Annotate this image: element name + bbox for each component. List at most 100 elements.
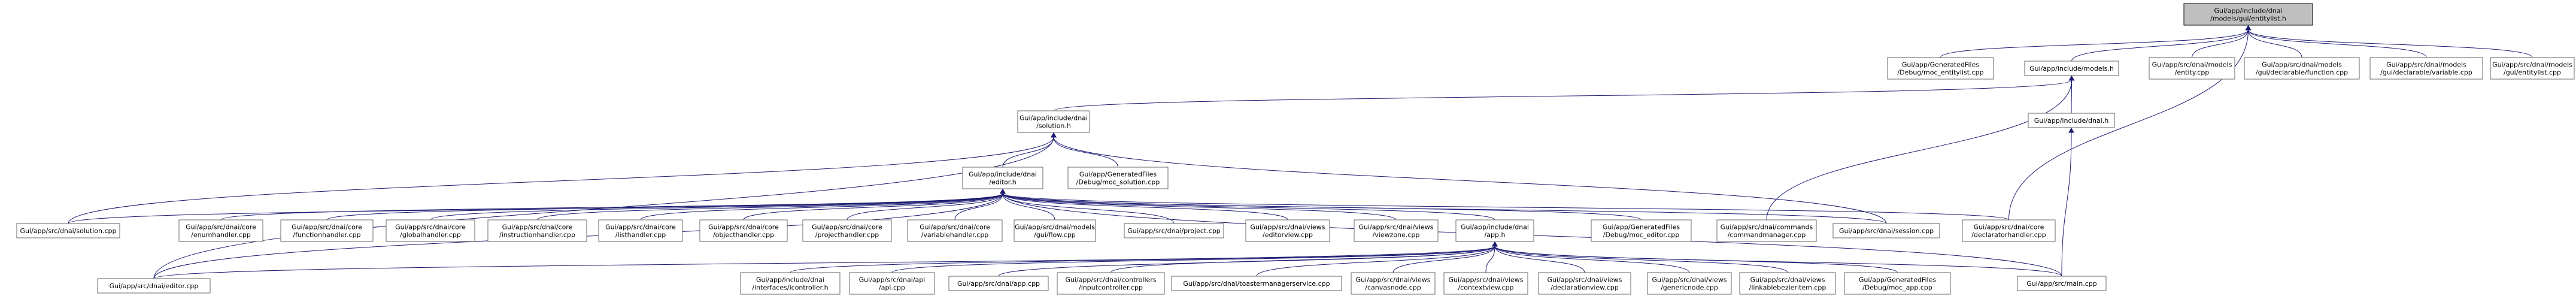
node-session_cpp[interactable]: Gui/app/src/dnai/session.cpp [1832, 223, 1940, 238]
node-solution_cpp[interactable]: Gui/app/src/dnai/solution.cpp [16, 223, 120, 238]
node-declhandler[interactable]: Gui/app/src/dnai/core/declaratorhandler.… [1962, 219, 2056, 242]
node-label: /editorview.cpp [1263, 231, 1313, 239]
node-box [16, 223, 120, 238]
graph-nodes: Gui/app/include/dnai/models/gui/entityli… [16, 3, 2575, 295]
node-models_h[interactable]: Gui/app/include/models.h [2024, 61, 2119, 76]
node-box [1171, 276, 1342, 291]
node-label: Gui/app/src/dnai/core [292, 224, 362, 231]
node-dnai_h[interactable]: Gui/app/include/dnai.h [2028, 113, 2115, 128]
node-canvasnode[interactable]: Gui/app/src/dnai/views/canvasnode.cpp [1351, 272, 1436, 295]
node-label: /app.h [1485, 231, 1506, 239]
node-box [2490, 57, 2575, 80]
node-declfunc_cpp[interactable]: Gui/app/src/dnai/models/gui/declarable/f… [2244, 57, 2360, 80]
node-editor_h[interactable]: Gui/app/include/dnai/editor.h [962, 167, 1043, 189]
edge-viewzone-to-editor_h [1000, 188, 1397, 221]
node-label: Gui/app/src/dnai/models [2262, 61, 2342, 69]
node-box [598, 219, 683, 242]
node-label: Gui/app/src/dnai/toastermanagerservice.c… [1183, 280, 1330, 288]
node-api_cpp[interactable]: Gui/app/src/dnai/api/api.cpp [849, 272, 935, 295]
node-box [1887, 57, 1994, 80]
node-label: Gui/app/src/dnai/core [1974, 224, 2044, 231]
node-label: Gui/app/GeneratedFiles [1603, 224, 1680, 231]
edge-solution_h-to-models_h [1053, 75, 2075, 111]
node-label: Gui/app/src/dnai/core [605, 224, 676, 231]
node-box [1832, 223, 1940, 238]
node-toaster[interactable]: Gui/app/src/dnai/toastermanagerservice.c… [1171, 276, 1342, 291]
node-root[interactable]: Gui/app/include/dnai/models/gui/entityli… [2183, 3, 2313, 26]
node-box [1245, 219, 1330, 242]
node-box [948, 276, 1049, 291]
node-viewzone[interactable]: Gui/app/src/dnai/views/viewzone.cpp [1354, 219, 1439, 242]
node-box [802, 219, 892, 242]
node-label: /enumhandler.cpp [191, 231, 251, 239]
node-project_cpp[interactable]: Gui/app/src/dnai/project.cpp [1124, 223, 1224, 238]
edge-solution_cpp-to-editor_h [68, 188, 1006, 224]
node-label: Gui/app/include/dnai.h [2034, 117, 2108, 125]
node-box [2149, 57, 2235, 80]
node-main_cpp[interactable]: Gui/app/src/main.cpp [2017, 276, 2107, 291]
node-linkable[interactable]: Gui/app/src/dnai/views/linkablebezierite… [1739, 272, 1836, 295]
node-declview[interactable]: Gui/app/src/dnai/views/declarationview.c… [1538, 272, 1631, 295]
node-editor_cpp[interactable]: Gui/app/src/dnai/editor.cpp [97, 278, 211, 294]
edge-moc_editor-to-editor_h [1000, 188, 1642, 221]
node-entitylist_cpp[interactable]: Gui/app/src/dnai/models/gui/entitylist.c… [2490, 57, 2575, 80]
node-editorview[interactable]: Gui/app/src/dnai/views/editorview.cpp [1245, 219, 1330, 242]
node-moc_editor[interactable]: Gui/app/GeneratedFiles/Debug/moc_editor.… [1591, 219, 1692, 242]
node-label: Gui/app/include/dnai [1461, 224, 1529, 231]
node-entity_cpp[interactable]: Gui/app/src/dnai/models/entity.cpp [2149, 57, 2235, 80]
node-controller_h[interactable]: Gui/app/include/dnai/interfaces/icontrol… [740, 272, 841, 295]
edge-contextview-to-app_h [1485, 241, 1498, 273]
node-label: /inputcontroller.cpp [1079, 284, 1143, 292]
node-guflow[interactable]: Gui/app/src/dnai/models/gui/flow.cpp [1014, 219, 1096, 242]
node-globalhandler[interactable]: Gui/app/src/dnai/core/globalhandler.cpp [386, 219, 475, 242]
node-label: Gui/app/src/dnai/views [1251, 224, 1325, 231]
node-listhandler[interactable]: Gui/app/src/dnai/core/listhandler.cpp [598, 219, 683, 242]
node-label: Gui/app/include/models.h [2029, 65, 2114, 73]
node-label: /globalhandler.cpp [400, 231, 461, 239]
node-box [1538, 272, 1631, 295]
node-label: Gui/app/src/dnai/views [1359, 224, 1434, 231]
graph-edges [68, 25, 2533, 279]
node-label: Gui/app/src/dnai/core [502, 224, 573, 231]
node-label: /gui/declarable/function.cpp [2256, 69, 2348, 77]
node-declvar_cpp[interactable]: Gui/app/src/dnai/models/gui/declarable/v… [2369, 57, 2483, 80]
node-label: /Debug/moc_app.cpp [1862, 284, 1932, 292]
node-box [1455, 219, 1534, 242]
node-label: Gui/app/src/dnai/project.cpp [1127, 227, 1221, 235]
node-label: /listhandler.cpp [615, 231, 666, 239]
node-app_cpp[interactable]: Gui/app/src/dnai/app.cpp [948, 276, 1049, 291]
node-label: /viewzone.cpp [1373, 231, 1420, 239]
node-moc_solution[interactable]: Gui/app/GeneratedFiles/Debug/moc_solutio… [1067, 167, 1169, 189]
edge-editor_cpp-to-solution_h [153, 132, 1057, 279]
node-label: Gui/app/src/dnai/views [1652, 276, 1727, 284]
node-cmdmanager[interactable]: Gui/app/src/dnai/commands/commandmanager… [1716, 219, 1817, 242]
node-inputcontroller[interactable]: Gui/app/src/dnai/controllers/inputcontro… [1057, 272, 1165, 295]
node-box [699, 219, 788, 242]
node-box [2244, 57, 2360, 80]
node-genericnode[interactable]: Gui/app/src/dnai/views/genericnode.cpp [1647, 272, 1732, 295]
node-contextview[interactable]: Gui/app/src/dnai/views/contextview.cpp [1443, 272, 1528, 295]
node-label: /declaratorhandler.cpp [1971, 231, 2046, 239]
node-objecthandler[interactable]: Gui/app/src/dnai/core/objecthandler.cpp [699, 219, 788, 242]
node-label: Gui/app/src/dnai/core [708, 224, 779, 231]
node-functionhandler[interactable]: Gui/app/src/dnai/core/functionhandler.cp… [280, 219, 374, 242]
edge-enumhandler-to-editor_h [220, 188, 1006, 221]
node-label: Gui/app/src/dnai/models [2492, 61, 2572, 69]
node-label: Gui/app/src/dnai/views [1750, 276, 1825, 284]
node-label: /api.cpp [879, 284, 905, 292]
edge-main_cpp-to-app_h [1492, 241, 2062, 277]
node-label: Gui/app/src/dnai/core [186, 224, 256, 231]
edge-entity_cpp-to-root [2192, 25, 2252, 58]
node-label: Gui/app/src/dnai/core [395, 224, 466, 231]
node-solution_h[interactable]: Gui/app/include/dnai/solution.h [1017, 110, 1090, 133]
node-app_h[interactable]: Gui/app/include/dnai/app.h [1455, 219, 1534, 242]
node-label: Gui/app/src/dnai/core [920, 224, 990, 231]
node-moc_app[interactable]: Gui/app/GeneratedFiles/Debug/moc_app.cpp [1844, 272, 1951, 295]
node-label: Gui/app/src/main.cpp [2026, 280, 2096, 288]
node-projecthandler[interactable]: Gui/app/src/dnai/core/projecthandler.cpp [802, 219, 892, 242]
node-enumhandler[interactable]: Gui/app/src/dnai/core/enumhandler.cpp [178, 219, 263, 242]
node-instructionhandler[interactable]: Gui/app/src/dnai/core/instructionhandler… [487, 219, 587, 242]
node-moc_entitylist[interactable]: Gui/app/GeneratedFiles/Debug/moc_entityl… [1887, 57, 1994, 80]
node-label: /entity.cpp [2175, 69, 2210, 77]
node-variablehandler[interactable]: Gui/app/src/dnai/core/variablehandler.cp… [907, 219, 1003, 242]
